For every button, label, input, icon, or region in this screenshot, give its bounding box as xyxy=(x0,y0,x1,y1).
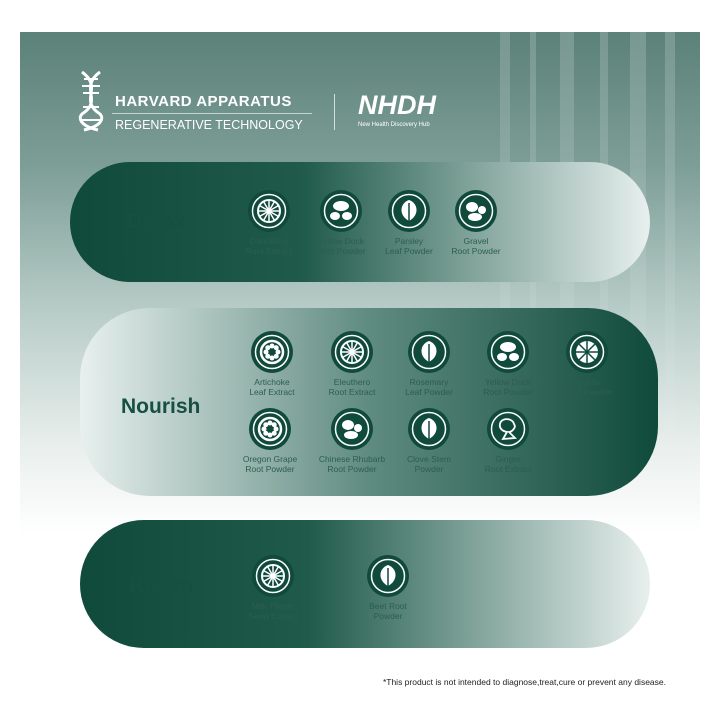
nourish-title: Nourish xyxy=(121,395,201,418)
brand-divider xyxy=(112,113,312,114)
leaf-icon xyxy=(408,331,450,373)
wheel-icon xyxy=(252,555,294,597)
wheel-icon xyxy=(331,331,373,373)
regen-title: Regen xyxy=(129,574,194,597)
wheel-icon xyxy=(248,190,290,232)
partner-subtitle: New Health Discovery Hub xyxy=(358,122,430,128)
leaf-icon xyxy=(388,190,430,232)
detox-section xyxy=(70,162,650,282)
flower-icon xyxy=(251,331,293,373)
leaf-icon xyxy=(408,408,450,450)
leaf-icon xyxy=(367,555,409,597)
partner-logo: NHDH xyxy=(358,90,436,120)
regen-section xyxy=(80,520,650,648)
detox-title: Detox xyxy=(127,210,186,233)
flower-icon xyxy=(249,408,291,450)
logo-separator xyxy=(334,94,335,130)
seeds-icon xyxy=(320,190,362,232)
disclaimer: *This product is not intended to diagnos… xyxy=(382,677,666,687)
stones-icon xyxy=(331,408,373,450)
brand-name: HARVARD APPARATUS xyxy=(115,93,292,110)
root-icon xyxy=(487,408,529,450)
citrus-icon xyxy=(566,331,608,373)
brand-subtitle: REGENERATIVE TECHNOLOGY xyxy=(115,118,303,132)
seeds-icon xyxy=(487,331,529,373)
dna-logo-icon xyxy=(78,70,104,132)
stones-icon xyxy=(455,190,497,232)
